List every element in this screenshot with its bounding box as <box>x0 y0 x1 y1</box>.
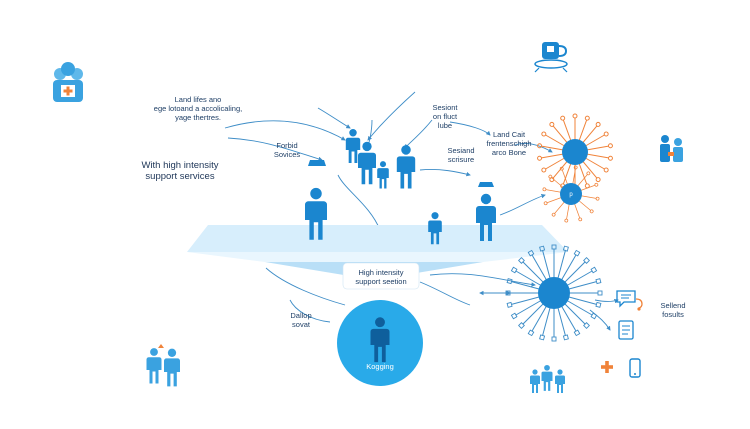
kogging-label: Kogging <box>366 362 394 371</box>
kogging-circle <box>337 300 423 386</box>
blue-hub <box>505 244 603 342</box>
center-support-section-label: High intensity support seetion <box>355 268 407 286</box>
center-label-box <box>342 262 420 290</box>
document-icon <box>618 320 634 340</box>
support-scrisure-label: Sesiand scrisure <box>447 146 475 164</box>
caregiver-icon <box>660 135 683 162</box>
sellend-fosults-label: Sellend fosults <box>660 301 686 319</box>
dallop-sovat-label: Dallop sovat <box>290 311 312 329</box>
coffee-cup-icon <box>534 42 568 73</box>
forbid-service-label: Forbid Sovices <box>273 141 301 159</box>
group-icon <box>530 364 565 393</box>
smartphone-icon <box>629 358 641 378</box>
family-care-icon <box>53 62 83 102</box>
top-left-note: Land lifes ano ege lotoand a accolicalin… <box>153 95 243 122</box>
land-cait-label: Land Cait frentenschigh arco Bone <box>486 130 532 157</box>
high-intensity-left-label: With high intensity support services <box>141 160 219 182</box>
orange-hub-lower: p <box>542 165 600 223</box>
orange-hub-top <box>536 113 614 191</box>
people-group <box>305 128 496 245</box>
plus-icon <box>601 361 613 373</box>
two-people-icon <box>146 344 180 387</box>
svg-text:p: p <box>569 192 573 198</box>
chat-bubble-icon <box>616 290 643 311</box>
session-top-label: Sesiont on fluct lube <box>432 103 458 130</box>
